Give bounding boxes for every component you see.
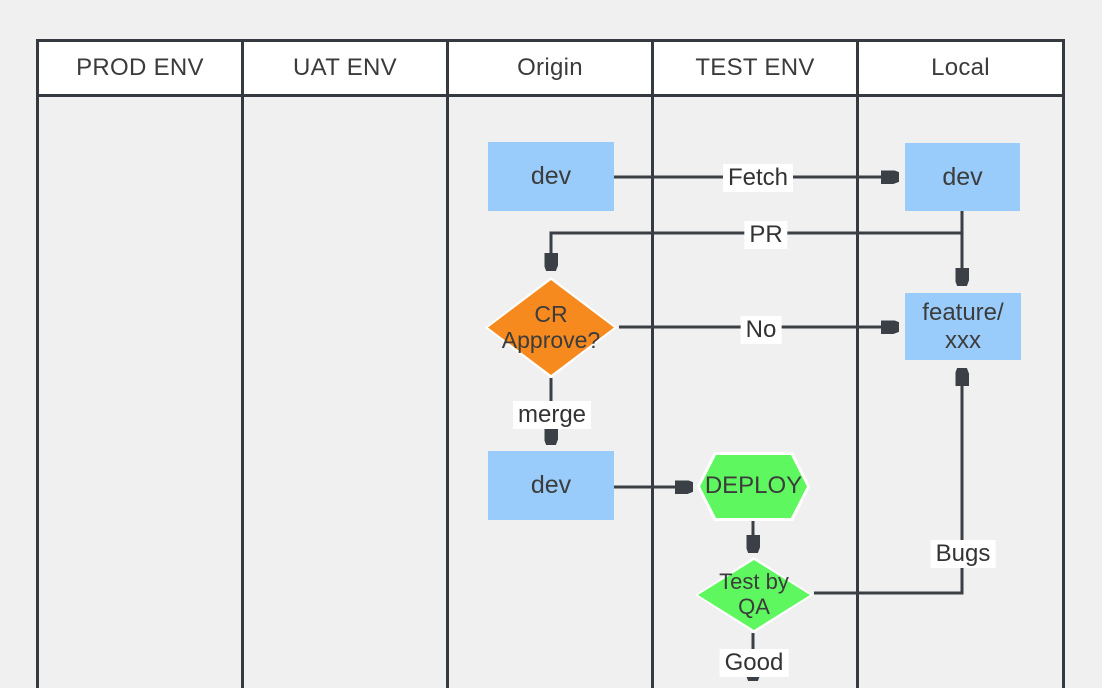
lane-divider (856, 94, 859, 688)
lane-header-uat-env[interactable]: UAT ENV (241, 39, 449, 97)
edge-label-no[interactable]: No (740, 316, 782, 344)
lane-title: TEST ENV (695, 54, 815, 81)
edge-label-fetch[interactable]: Fetch (722, 164, 794, 192)
edge-label-good[interactable]: Good (719, 649, 789, 677)
node-test-by-qa-decision[interactable]: Test by QA (695, 557, 813, 633)
edge-label-pr[interactable]: PR (744, 221, 788, 249)
lane-title: Origin (517, 54, 583, 81)
node-label: CR Approve? (501, 300, 601, 353)
node-label: DEPLOY (704, 472, 803, 500)
hexagon-fill (700, 455, 807, 518)
lane-border-left (36, 94, 39, 688)
lane-divider (651, 94, 654, 688)
lane-title: UAT ENV (293, 54, 397, 81)
lane-header-origin[interactable]: Origin (446, 39, 654, 97)
node-merged-dev[interactable]: dev (488, 451, 614, 520)
lane-border-right (1062, 94, 1065, 688)
lane-header-prod-env[interactable]: PROD ENV (36, 39, 244, 97)
lane-divider (446, 94, 449, 688)
edge-label-merge[interactable]: merge (512, 401, 592, 429)
node-feature-xxx[interactable]: feature/ xxx (905, 293, 1021, 360)
node-cr-approve-decision[interactable]: CR Approve? (485, 277, 617, 378)
node-deploy-hexagon[interactable]: DEPLOY (697, 452, 810, 521)
node-label: Test by QA (719, 569, 789, 619)
edge-label-bugs[interactable]: Bugs (930, 540, 996, 568)
lane-divider (241, 94, 244, 688)
lane-header-test-env[interactable]: TEST ENV (651, 39, 859, 97)
node-origin-dev[interactable]: dev (488, 142, 614, 211)
lane-title: PROD ENV (76, 54, 204, 81)
lane-title: Local (931, 54, 990, 81)
node-local-dev[interactable]: dev (905, 143, 1020, 211)
lane-header-local[interactable]: Local (856, 39, 1065, 97)
